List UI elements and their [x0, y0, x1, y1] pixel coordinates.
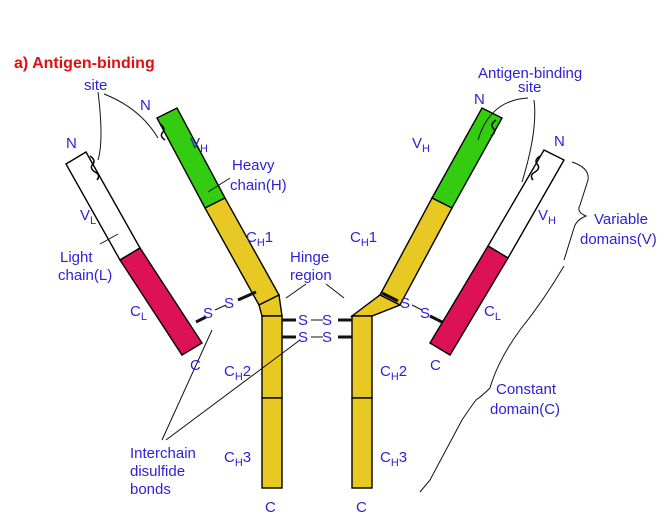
right-ss-s1: S [400, 295, 410, 312]
left-cl-label: CL [130, 303, 147, 323]
right-heavy-binding-site-wave [490, 119, 497, 137]
left-light-constant-domain [119, 247, 203, 356]
right-ch2-label: CH2 [380, 363, 407, 383]
left-site-label: site [84, 77, 107, 94]
left-heavy-variable-domain [156, 107, 226, 209]
hinge-ss-s1: S [298, 312, 308, 329]
left-site-arrow-to-light [97, 91, 102, 161]
right-heavy-ch3-domain [351, 397, 373, 489]
left-heavy-ch3-domain [261, 397, 283, 489]
hinge-ss-s2: S [322, 312, 332, 329]
light-chain-leader [99, 233, 119, 245]
c-terminal-right-light: C [430, 357, 441, 374]
interchain-leader-1 [161, 329, 213, 441]
right-ss-s2: S [420, 305, 430, 322]
n-terminal-left-heavy: N [140, 97, 151, 114]
hinge-ss-s3: S [298, 329, 308, 346]
right-light-binding-site-wave [530, 155, 541, 181]
hinge-label-line2: region [290, 267, 332, 284]
left-site-arrow-to-heavy [103, 93, 159, 139]
right-variable-vh-label: VH [538, 207, 556, 227]
right-variable-domains-label-1: Variable [594, 211, 648, 228]
left-vh-label: VH [190, 135, 208, 155]
heavy-chain-leader [207, 177, 231, 193]
hinge-leader-left [285, 283, 307, 299]
right-vh-label: VH [412, 135, 430, 155]
left-light-binding-site-wave [89, 155, 100, 181]
n-terminal-right-heavy: N [474, 91, 485, 108]
left-vl-label: VL [80, 207, 96, 227]
right-site-arrow-to-light [521, 99, 536, 183]
interchain-label-line2: disulfide [130, 463, 185, 480]
right-ss-link [411, 304, 423, 311]
light-chain-label-line1: Light [60, 249, 93, 266]
left-heavy-ch2-domain [261, 315, 283, 399]
constant-domain-label-2: domain(C) [490, 401, 560, 418]
hinge-leader-right [325, 283, 345, 299]
left-ss-s2: S [224, 295, 234, 312]
c-terminal-bottom-right: C [356, 499, 367, 516]
right-heavy-variable-domain [431, 107, 503, 209]
right-light-constant-domain [429, 245, 509, 356]
n-terminal-left-light: N [66, 135, 77, 152]
light-chain-label-line2: chain(L) [58, 267, 112, 284]
right-heavy-ch2-domain [351, 315, 373, 399]
right-ch1-label: CH1 [350, 229, 377, 249]
right-ch3-label: CH3 [380, 449, 407, 469]
n-terminal-right-light: N [554, 133, 565, 150]
interchain-leader-2 [165, 339, 301, 441]
constant-domain-brace [419, 265, 565, 493]
right-interchain-bond-b [429, 314, 443, 324]
left-heavy-ch1-domain [204, 197, 280, 306]
left-interchain-bond-a [195, 315, 207, 324]
variable-domains-brace [563, 161, 589, 261]
right-site-arrow-to-heavy [477, 97, 529, 141]
hinge-ss-s4: S [322, 329, 332, 346]
right-cl-label: CL [484, 303, 501, 323]
right-interchain-bond-a [381, 291, 399, 303]
c-terminal-left-light: C [190, 357, 201, 374]
left-ch3-label: CH3 [224, 449, 251, 469]
hinge-label-line1: Hinge [290, 249, 329, 266]
right-light-variable-domain [487, 149, 565, 259]
left-interchain-bond-b [237, 290, 257, 302]
heavy-chain-label-line2: chain(H) [230, 177, 287, 194]
interchain-label-line1: Interchain [130, 445, 196, 462]
right-site-label: site [518, 79, 541, 96]
left-ss-link [214, 304, 227, 311]
interchain-label-line3: bonds [130, 481, 171, 498]
left-light-variable-domain [65, 151, 141, 261]
left-ch1-label: CH1 [246, 229, 273, 249]
right-antigen-binding-label: Antigen-binding [478, 65, 582, 82]
left-ch2-label: CH2 [224, 363, 251, 383]
right-variable-domains-label-2: domains(V) [580, 231, 657, 248]
c-terminal-bottom-left: C [265, 499, 276, 516]
left-ss-s1: S [203, 305, 213, 322]
constant-domain-label-1: Constant [496, 381, 557, 398]
heavy-chain-label-line1: Heavy [232, 157, 275, 174]
figure-title: a) Antigen-binding [14, 55, 155, 72]
right-heavy-ch1-domain [379, 197, 453, 306]
left-heavy-binding-site-wave [159, 123, 166, 141]
